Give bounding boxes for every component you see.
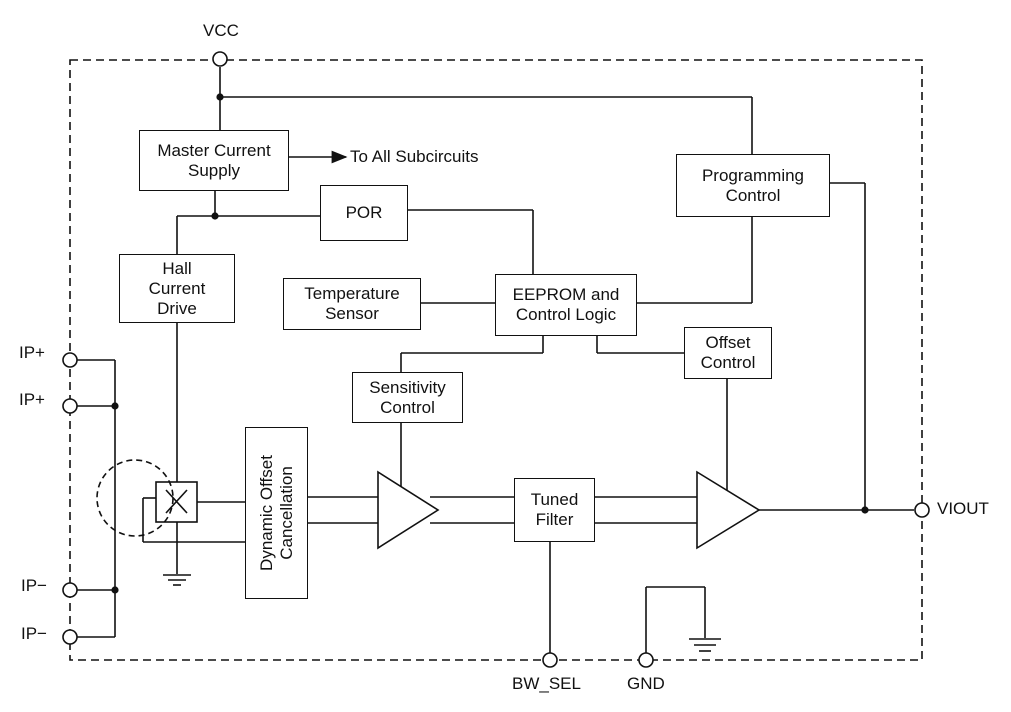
master-current-supply-label: Master Current Supply (157, 140, 271, 180)
por-block: POR (320, 185, 408, 241)
hall-element (155, 481, 198, 523)
junction-dot (111, 586, 119, 594)
sensitivity-control-block: Sensitivity Control (352, 372, 463, 423)
magnetic-field-circle (96, 459, 174, 537)
master-current-supply-block: Master Current Supply (139, 130, 289, 191)
dynamic-offset-cancellation-block: Dynamic Offset Cancellation (245, 427, 308, 599)
offset-control-block: Offset Control (684, 327, 772, 379)
to-all-subcircuits-label: To All Subcircuits (350, 147, 479, 166)
junction-dot (216, 93, 224, 101)
vcc-pin (212, 51, 228, 67)
eeprom-control-logic-label: EEPROM and Control Logic (512, 285, 620, 324)
ip-minus-label-2: IP− (21, 624, 47, 643)
bw-sel-pin (542, 652, 558, 668)
viout-pin (914, 502, 930, 518)
ip-plus-pin-1 (62, 352, 78, 368)
sensitivity-control-label: Sensitivity Control (369, 377, 446, 417)
viout-label: VIOUT (937, 499, 989, 518)
temperature-sensor-block: Temperature Sensor (283, 278, 421, 330)
gnd-pin (638, 652, 654, 668)
por-label: POR (345, 203, 383, 222)
tuned-filter-block: Tuned Filter (514, 478, 595, 542)
ip-plus-label-1: IP+ (19, 343, 45, 362)
dynamic-offset-cancellation-label: Dynamic Offset Cancellation (256, 455, 296, 571)
tuned-filter-label: Tuned Filter (530, 490, 579, 529)
ip-minus-pin-2 (62, 629, 78, 645)
hall-current-drive-block: Hall Current Drive (119, 254, 235, 323)
hall-current-drive-label: Hall Current Drive (148, 258, 206, 318)
temperature-sensor-label: Temperature Sensor (304, 284, 400, 323)
bw-sel-label: BW_SEL (512, 674, 581, 693)
ip-plus-label-2: IP+ (19, 390, 45, 409)
offset-control-label: Offset Control (700, 333, 756, 372)
vcc-label: VCC (203, 21, 239, 40)
junction-dot (111, 402, 119, 410)
junction-dot (211, 212, 219, 220)
programming-control-block: Programming Control (676, 154, 830, 217)
eeprom-control-logic-block: EEPROM and Control Logic (495, 274, 637, 336)
ip-minus-pin-1 (62, 582, 78, 598)
ip-minus-label-1: IP− (21, 576, 47, 595)
output-amplifier (696, 470, 761, 550)
sensitivity-amplifier (377, 470, 440, 550)
programming-control-label: Programming Control (701, 165, 805, 205)
ip-plus-pin-2 (62, 398, 78, 414)
junction-dot (861, 506, 869, 514)
gnd-label: GND (627, 674, 665, 693)
